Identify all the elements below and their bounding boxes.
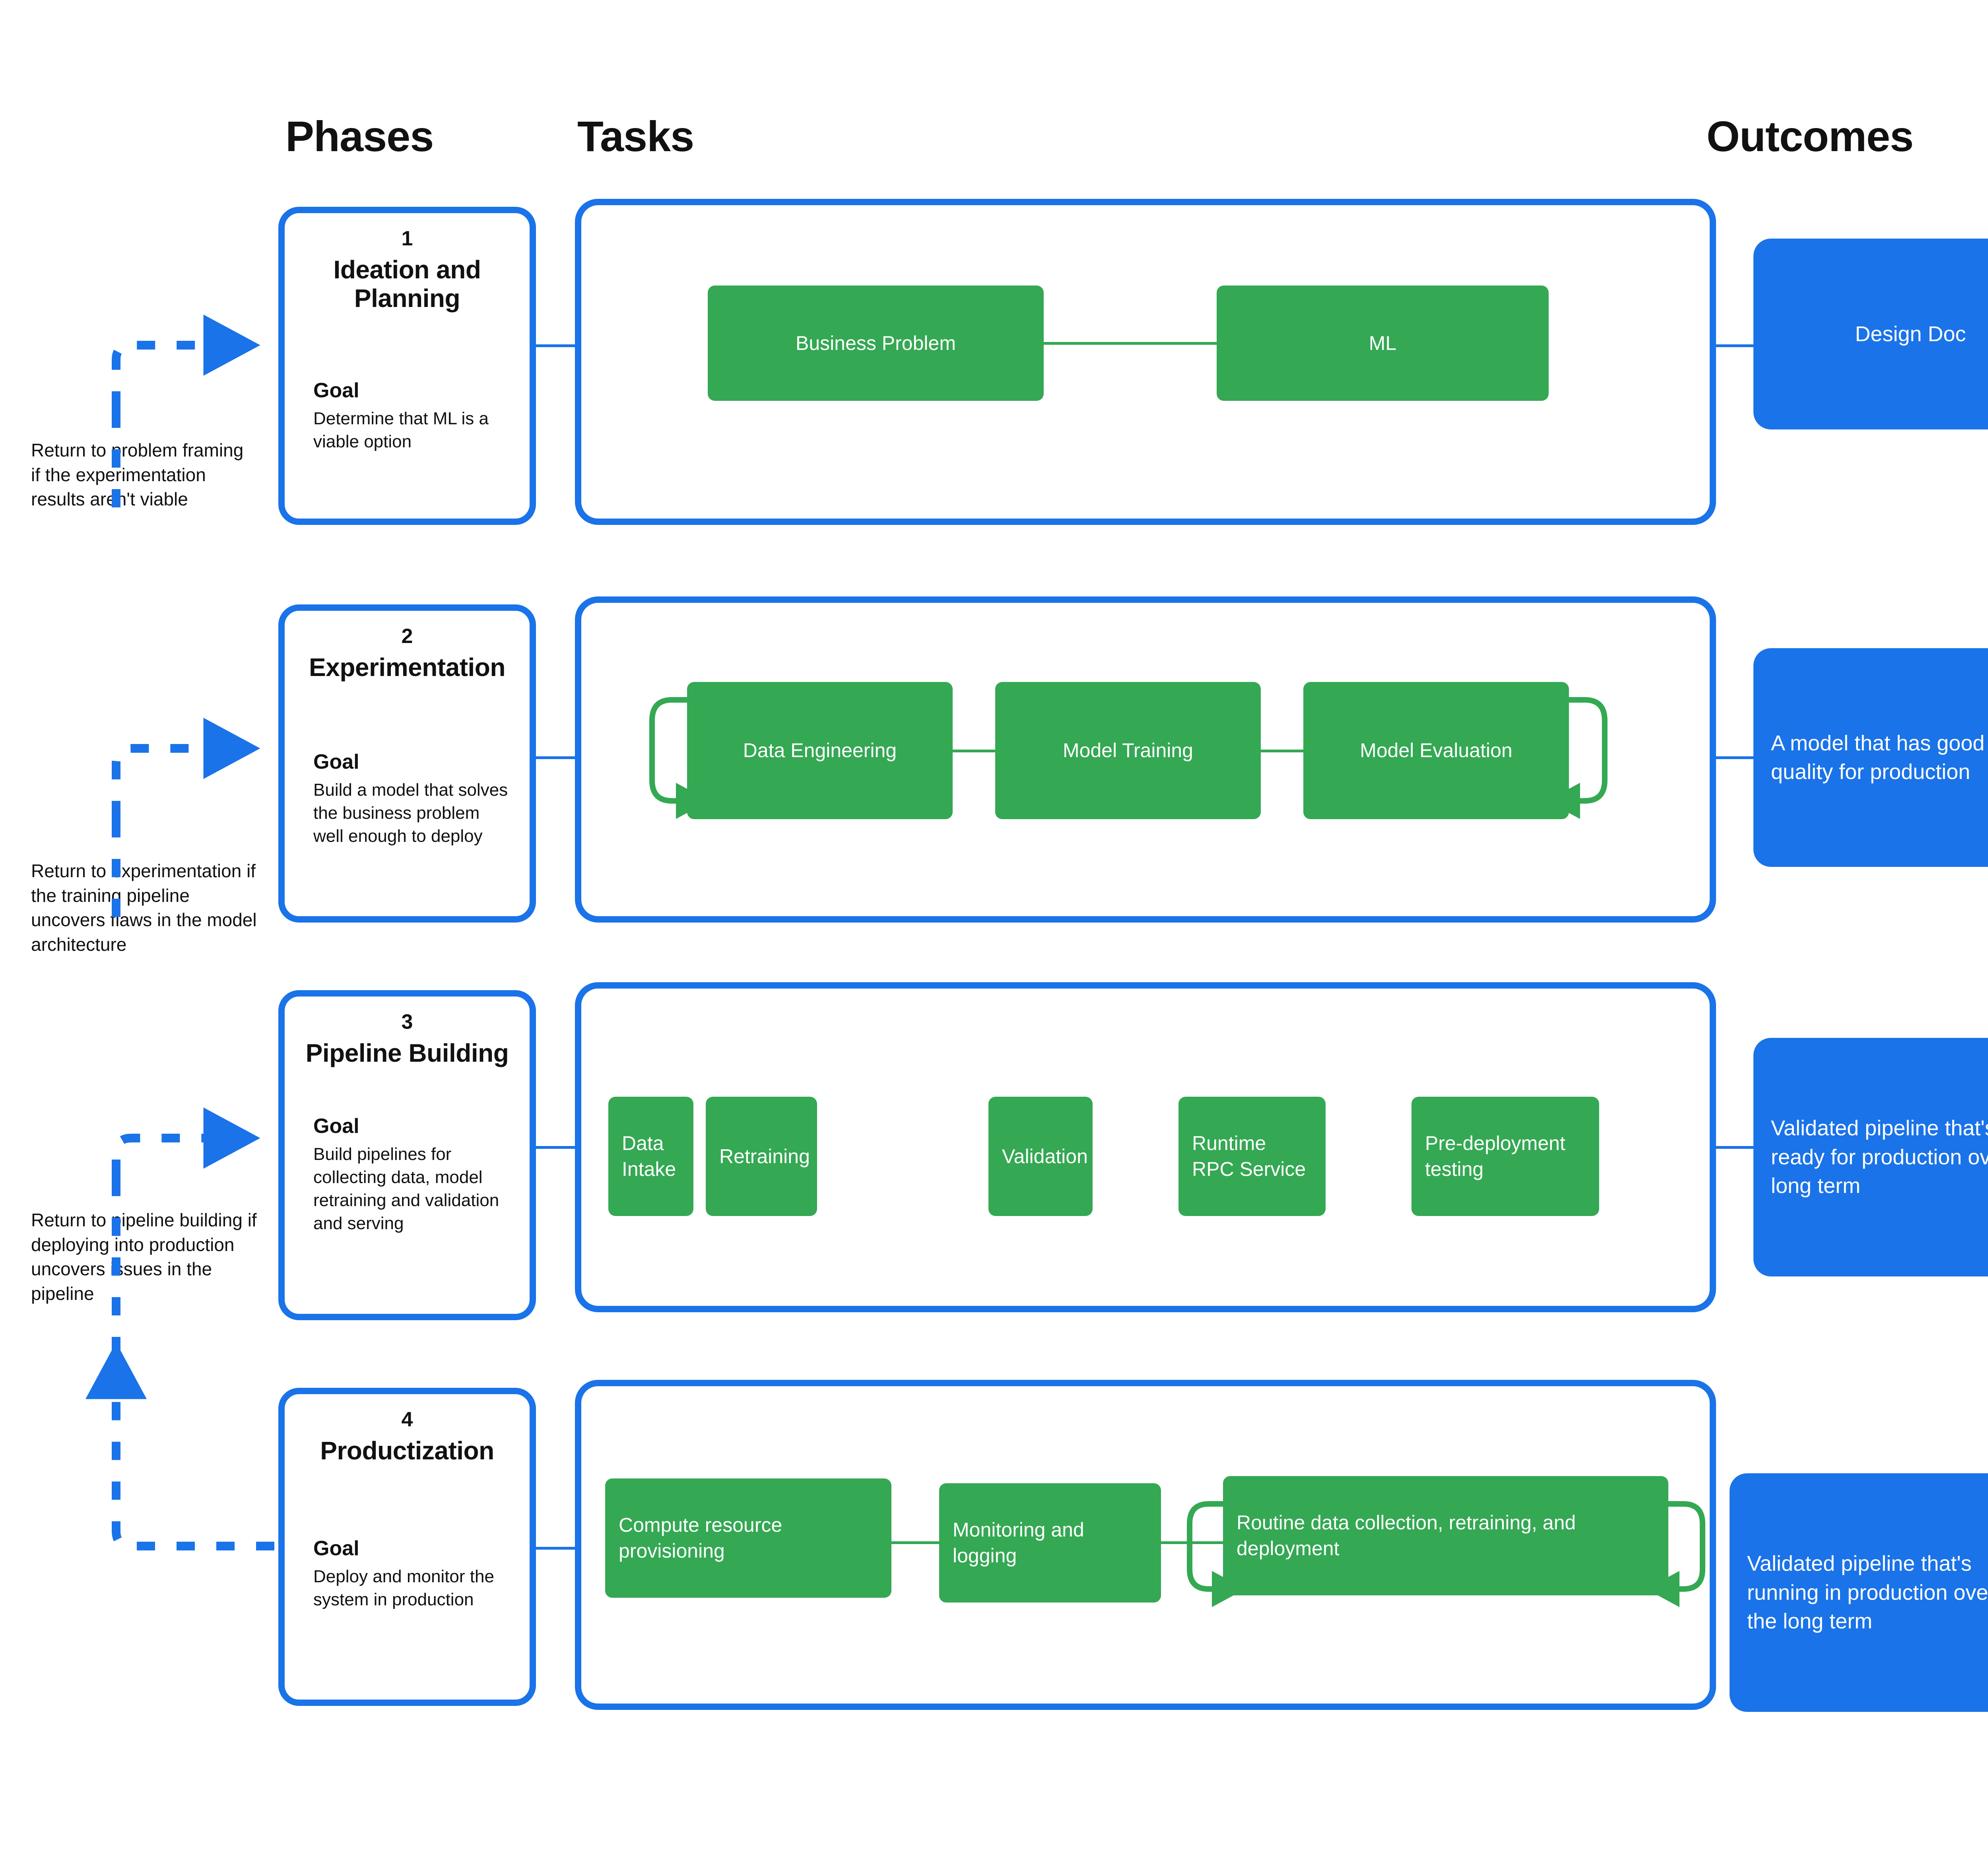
task-label: Data Intake xyxy=(622,1132,676,1180)
outcome-label: Design Doc xyxy=(1855,322,1966,346)
task-connector xyxy=(953,750,995,752)
task-label: Validation xyxy=(1002,1145,1088,1167)
goal-text: Determine that ML is a viable option xyxy=(313,409,489,452)
feedback-note-left-3: Return to pipeline building if deploying… xyxy=(31,1210,257,1304)
outcome-box-2[interactable]: A model that has good quality for produc… xyxy=(1753,648,1988,867)
task-box[interactable]: Model Evaluation xyxy=(1303,682,1569,819)
task-box[interactable]: Model Training xyxy=(995,682,1261,819)
column-header-tasks: Tasks xyxy=(577,112,694,160)
phase-to-tasks-connector xyxy=(533,756,578,759)
goal-label: Goal xyxy=(313,1115,359,1138)
phase-title: Experimentation xyxy=(309,653,505,682)
phase-to-tasks-connector xyxy=(533,344,578,347)
task-label: Routine data collection, retraining, and… xyxy=(1237,1511,1576,1560)
outcome-label: A model that has good quality for produc… xyxy=(1771,731,1985,784)
task-connector xyxy=(1161,1541,1223,1544)
phase-number: 2 xyxy=(401,625,413,648)
goal-label: Goal xyxy=(313,379,359,402)
outcome-box-1[interactable]: Design Doc xyxy=(1753,239,1988,429)
column-header-outcomes: Outcomes xyxy=(1706,112,1914,160)
task-label: Runtime RPC Service xyxy=(1192,1132,1306,1180)
task-box[interactable]: Monitoring and logging xyxy=(939,1483,1161,1603)
task-box[interactable]: Runtime RPC Service xyxy=(1178,1097,1326,1216)
goal-label: Goal xyxy=(313,750,359,773)
goal-text: Build pipelines for collecting data, mod… xyxy=(313,1144,499,1234)
task-label: Model Evaluation xyxy=(1360,739,1512,761)
phase-number: 1 xyxy=(401,227,413,250)
phase-goal: Goal Build pipelines for collecting data… xyxy=(313,1114,514,1235)
task-label: Pre-deployment testing xyxy=(1425,1132,1565,1180)
task-connector xyxy=(891,1541,939,1544)
task-connector xyxy=(1044,342,1217,345)
task-box[interactable]: Business Problem xyxy=(708,286,1044,401)
task-connector xyxy=(1261,750,1303,752)
task-label: Model Training xyxy=(1063,739,1193,761)
goal-text: Build a model that solves the business p… xyxy=(313,780,508,846)
phase-card-2[interactable]: 2 Experimentation Goal Build a model tha… xyxy=(278,604,536,923)
task-box[interactable]: Compute resource provisioning xyxy=(605,1478,891,1598)
phase-goal: Goal Build a model that solves the busin… xyxy=(313,750,514,848)
phase-card-1[interactable]: 1 Ideation and Planning Goal Determine t… xyxy=(278,207,536,525)
task-box[interactable]: Data Intake xyxy=(608,1097,693,1216)
task-box[interactable]: Validation xyxy=(988,1097,1093,1216)
tasks-to-outcome-connector xyxy=(1713,1146,1757,1149)
phase-to-tasks-connector xyxy=(533,1146,578,1149)
phase-card-3[interactable]: 3 Pipeline Building Goal Build pipelines… xyxy=(278,990,536,1320)
task-box[interactable]: Routine data collection, retraining, and… xyxy=(1223,1476,1668,1595)
phase-to-tasks-connector xyxy=(533,1547,578,1550)
task-box[interactable]: Retraining xyxy=(706,1097,817,1216)
phase-title: Ideation and Planning xyxy=(333,255,481,313)
phase-goal: Goal Deploy and monitor the system in pr… xyxy=(313,1537,514,1611)
column-header-phases: Phases xyxy=(285,112,434,160)
goal-label: Goal xyxy=(313,1537,359,1560)
feedback-note-left-1: Return to problem framing if the experim… xyxy=(31,440,244,510)
goal-text: Deploy and monitor the system in product… xyxy=(313,1567,494,1610)
task-label: Retraining xyxy=(719,1145,810,1167)
task-label: Monitoring and logging xyxy=(953,1519,1084,1567)
task-box[interactable]: ML xyxy=(1217,286,1549,401)
tasks-to-outcome-connector xyxy=(1713,344,1757,347)
phase-title: Productization xyxy=(320,1436,494,1465)
task-box[interactable]: Pre-deployment testing xyxy=(1411,1097,1599,1216)
task-label: ML xyxy=(1369,332,1397,354)
phase-number: 3 xyxy=(401,1010,413,1033)
phase-number: 4 xyxy=(401,1408,413,1431)
phase-title: Pipeline Building xyxy=(305,1039,509,1067)
outcome-box-4[interactable]: Validated pipeline that's running in pro… xyxy=(1730,1473,1988,1712)
task-box[interactable]: Data Engineering xyxy=(687,682,953,819)
outcome-label: Validated pipeline that's running in pro… xyxy=(1747,1552,1988,1634)
outcome-label: Validated pipeline that's ready for prod… xyxy=(1771,1116,1988,1198)
task-label: Compute resource provisioning xyxy=(619,1514,782,1562)
tasks-to-outcome-connector xyxy=(1713,756,1757,759)
phase-card-4[interactable]: 4 Productization Goal Deploy and monitor… xyxy=(278,1388,536,1706)
feedback-note-left-2: Return to experimentation if the trainin… xyxy=(31,861,257,955)
phase-goal: Goal Determine that ML is a viable optio… xyxy=(313,379,514,453)
outcome-box-3[interactable]: Validated pipeline that's ready for prod… xyxy=(1753,1038,1988,1276)
task-label: Data Engineering xyxy=(743,739,897,761)
task-label: Business Problem xyxy=(796,332,956,354)
